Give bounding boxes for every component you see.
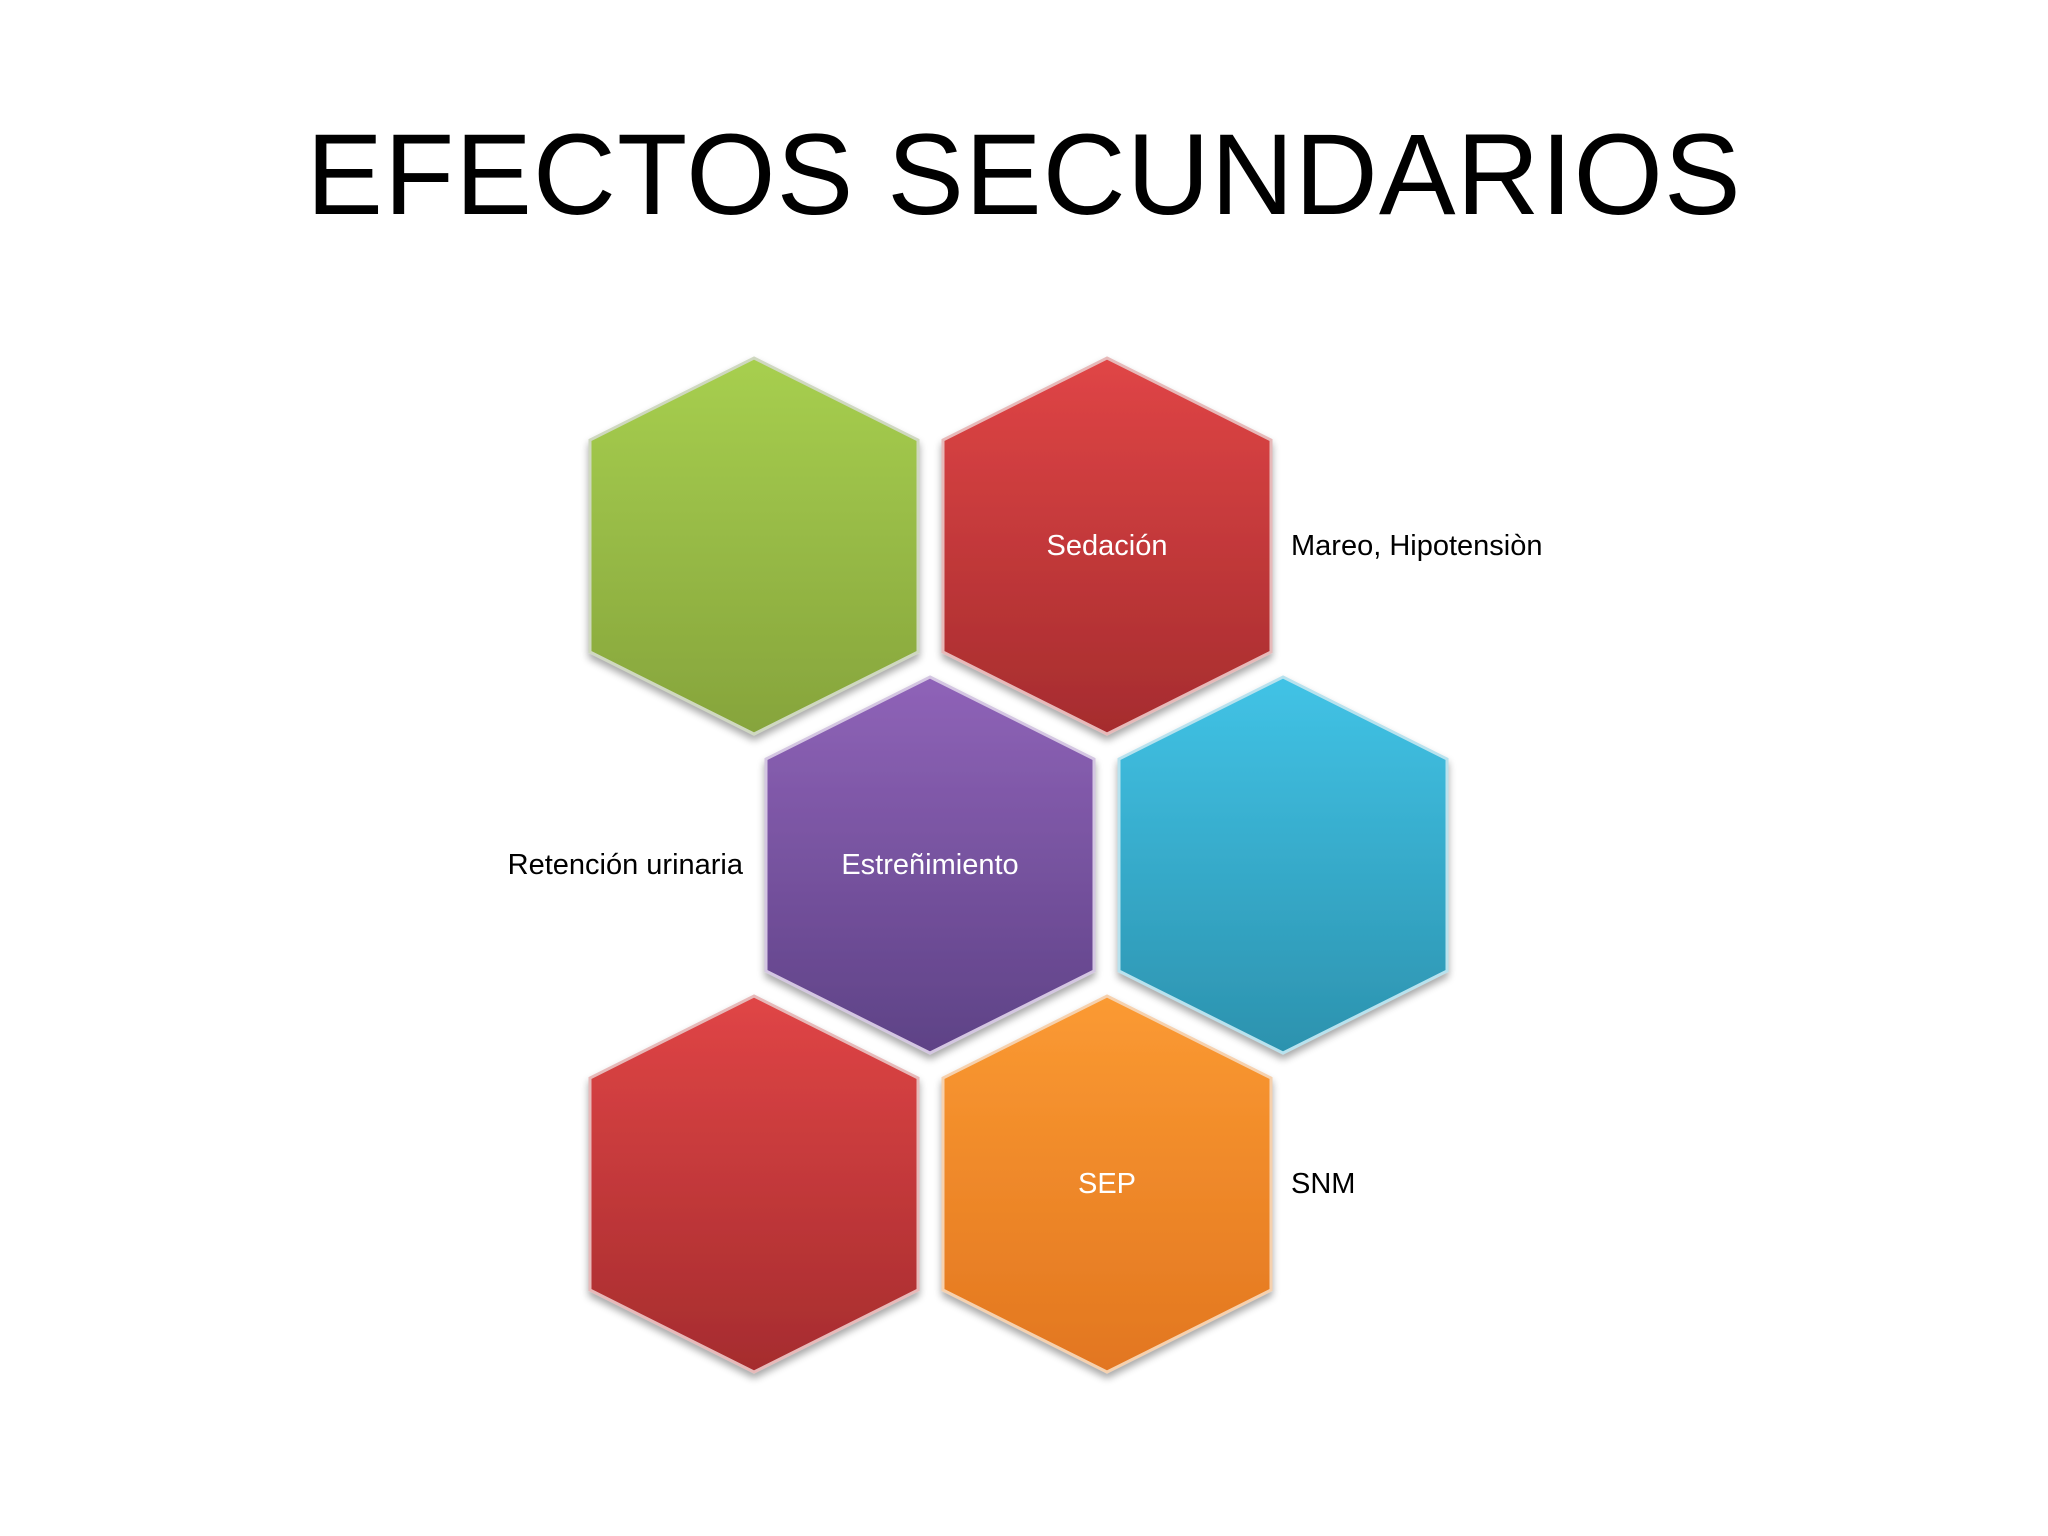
hex-label-sep: SEP [1078,1168,1136,1200]
hex-label-estrenimiento: Estreñimiento [841,849,1018,881]
hex-red-bottom [588,994,920,1374]
hex-blue [1117,675,1449,1055]
hex-green [588,356,920,736]
hex-red-top: Sedación [941,356,1273,736]
side-label-retencion-urinaria: Retención urinaria [508,849,744,881]
slide-title: EFECTOS SECUNDARIOS [306,111,1742,239]
hex-orange: SEP [941,994,1273,1374]
side-label-mareo-hipotension: Mareo, Hipotensiòn [1291,530,1542,562]
side-label-snm: SNM [1291,1168,1355,1200]
hex-label-sedacion: Sedación [1047,530,1168,562]
hex-purple: Estreñimiento [764,675,1096,1055]
